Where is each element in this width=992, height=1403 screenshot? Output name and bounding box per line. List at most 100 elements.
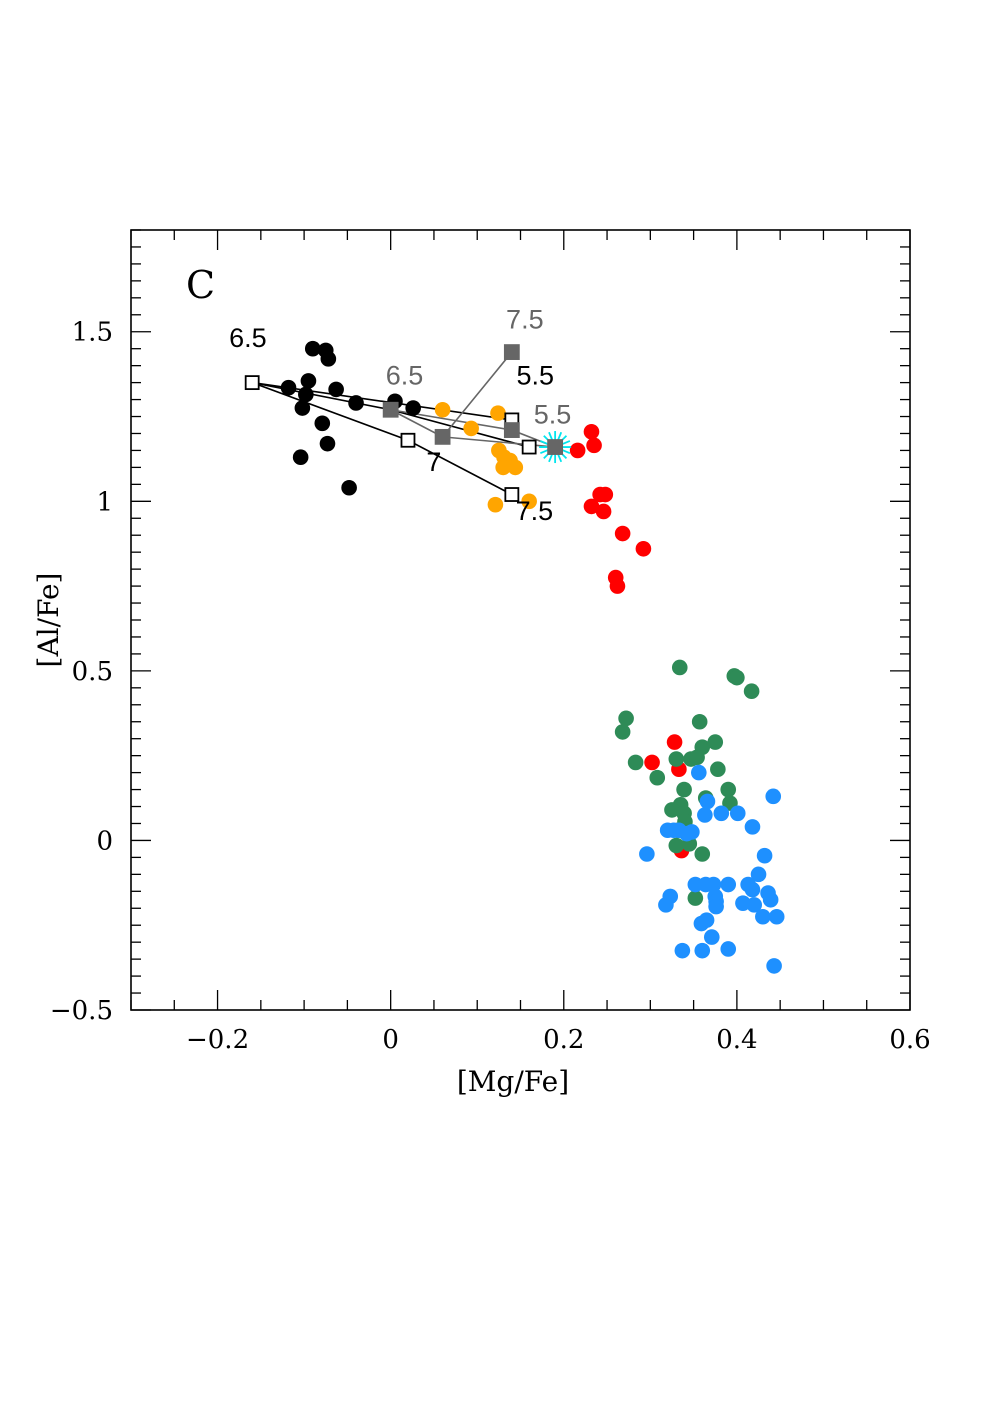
open-square-marker xyxy=(400,432,416,448)
data-point xyxy=(678,825,695,842)
y-tick-label: 1 xyxy=(96,487,113,517)
data-point xyxy=(666,734,683,750)
open-square-marker xyxy=(504,487,520,502)
track-annotation: 6.5 xyxy=(229,323,267,353)
track-annotation: 6.5 xyxy=(386,360,424,390)
data-point xyxy=(766,958,782,974)
track-annotation: 5.5 xyxy=(516,360,554,390)
open-square-marker xyxy=(521,439,537,455)
data-point xyxy=(691,764,707,781)
data-point xyxy=(507,459,524,476)
data-point xyxy=(765,788,782,805)
data-point xyxy=(729,669,745,686)
data-point xyxy=(521,493,537,510)
data-point xyxy=(689,749,705,766)
data-point xyxy=(744,881,761,898)
x-tick-label: 0.4 xyxy=(716,1025,757,1055)
data-point xyxy=(694,942,711,959)
data-point xyxy=(750,866,767,883)
data-point xyxy=(490,405,506,421)
track-annotation: 7 xyxy=(426,447,441,477)
data-point xyxy=(320,351,337,367)
x-tick-label: 0.6 xyxy=(889,1025,930,1055)
data-point xyxy=(743,683,760,700)
data-point xyxy=(720,876,737,893)
y-tick-label: 0.5 xyxy=(72,657,113,687)
data-point xyxy=(639,846,655,862)
data-point xyxy=(341,479,357,496)
x-tick-label: 0.2 xyxy=(543,1025,584,1055)
data-point xyxy=(707,734,724,750)
data-point xyxy=(708,898,724,915)
x-tick-label: 0 xyxy=(382,1025,399,1055)
data-point xyxy=(304,340,321,357)
data-point xyxy=(495,459,511,476)
data-point xyxy=(569,442,586,459)
y-tick-label: −0.5 xyxy=(50,996,113,1026)
data-point xyxy=(705,876,722,893)
data-point xyxy=(644,754,660,771)
data-point xyxy=(434,401,451,418)
data-point xyxy=(300,373,317,389)
data-point xyxy=(583,423,600,440)
data-point xyxy=(597,486,614,503)
data-point xyxy=(762,891,779,908)
data-point xyxy=(668,837,685,854)
data-point xyxy=(720,941,737,957)
filled-square-marker xyxy=(434,428,451,445)
data-point xyxy=(298,386,314,403)
panel-label: C xyxy=(186,263,215,307)
data-point xyxy=(614,525,631,542)
data-point xyxy=(658,897,674,913)
data-point xyxy=(280,379,297,396)
data-point xyxy=(693,915,710,932)
y-tick-label: 0 xyxy=(96,826,113,856)
x-axis-label: [Mg/Fe] xyxy=(457,1065,569,1098)
data-point xyxy=(319,435,336,452)
data-point xyxy=(614,724,631,740)
data-point xyxy=(697,807,713,823)
data-point xyxy=(687,890,704,906)
track-annotation: 5.5 xyxy=(534,399,572,429)
track-annotation: 7.5 xyxy=(506,304,544,334)
data-point xyxy=(583,498,600,515)
filled-square-marker xyxy=(382,401,399,418)
data-point xyxy=(703,929,720,945)
data-point xyxy=(292,449,309,466)
data-point xyxy=(595,503,612,520)
data-point xyxy=(635,540,652,557)
data-point xyxy=(618,710,634,727)
data-point xyxy=(668,751,685,767)
data-point xyxy=(691,713,708,730)
data-point xyxy=(314,415,331,432)
data-point xyxy=(694,846,711,862)
data-point xyxy=(755,908,771,925)
data-point xyxy=(720,781,737,798)
data-point xyxy=(463,420,479,437)
data-point xyxy=(609,578,626,594)
track-markers xyxy=(244,344,572,502)
data-point xyxy=(405,400,421,416)
data-point xyxy=(671,659,688,676)
data-point xyxy=(328,381,344,398)
data-point xyxy=(487,496,504,513)
data-point xyxy=(729,805,746,822)
data-point xyxy=(713,805,730,822)
data-point xyxy=(649,769,666,786)
data-point xyxy=(294,400,311,416)
data-point xyxy=(746,897,762,913)
data-point xyxy=(674,942,691,959)
data-point xyxy=(664,802,680,818)
track-annotations: 6.5 6.5 7.5 5.5 5.5 7 7.5 xyxy=(229,304,571,526)
data-point xyxy=(768,908,785,925)
data-point xyxy=(744,819,761,835)
data-point xyxy=(586,437,602,454)
open-square-marker xyxy=(244,375,260,391)
data-point xyxy=(710,761,726,778)
track-annotation: 7.5 xyxy=(516,496,554,526)
filled-square-marker xyxy=(503,344,520,360)
data-point xyxy=(699,793,716,810)
y-axis-label: [Al/Fe] xyxy=(32,573,65,668)
